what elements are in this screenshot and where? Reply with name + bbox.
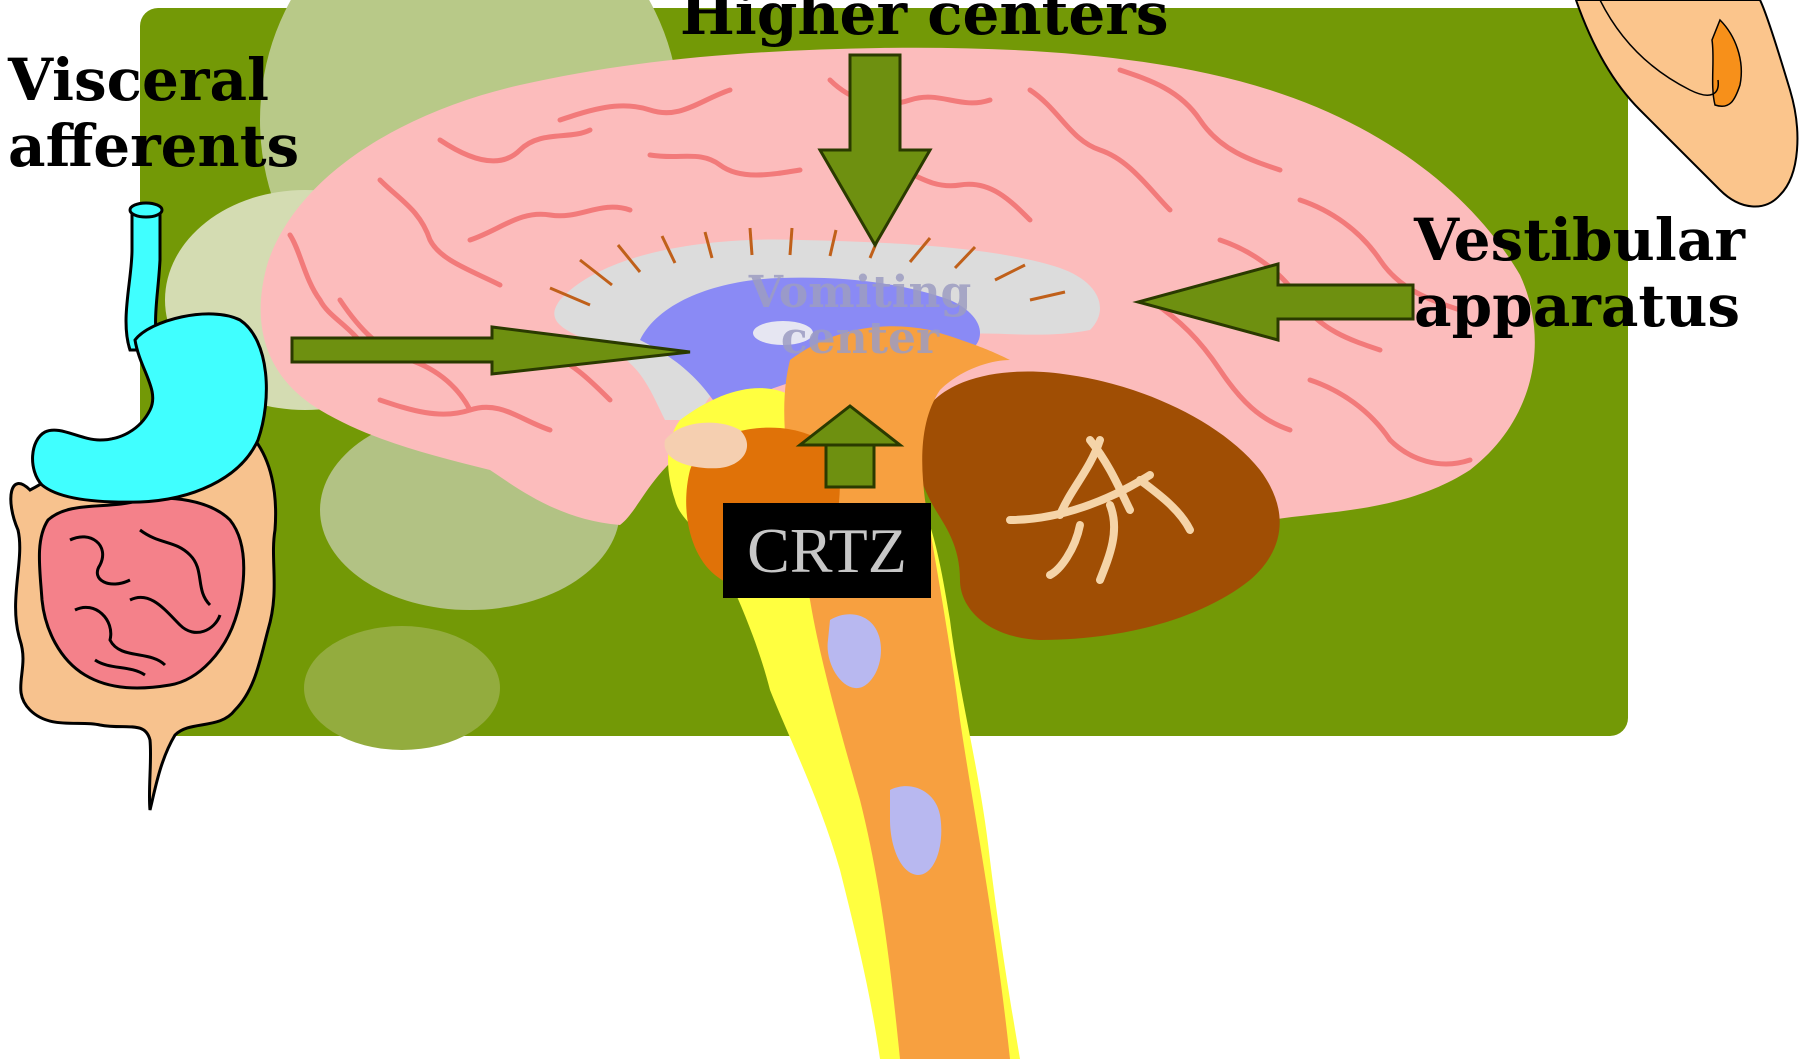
vomiting-center-label: Vomiting center xyxy=(740,270,980,362)
vomiting-label-line2: center xyxy=(740,316,980,362)
visceral-label-line1: Visceral xyxy=(8,48,299,114)
crtz-label-box: CRTZ xyxy=(723,503,931,598)
visceral-label-line2: afferents xyxy=(8,114,299,180)
vomiting-label-line1: Vomiting xyxy=(740,270,980,316)
visceral-afferents-label: Visceral afferents xyxy=(8,48,299,179)
higher-centers-label: Higher centers xyxy=(680,0,1169,48)
vestibular-label-line1: Vestibular xyxy=(1414,208,1745,274)
vestibular-apparatus-label: Vestibular apparatus xyxy=(1414,208,1745,339)
higher-centers-text: Higher centers xyxy=(680,0,1169,48)
background-blob xyxy=(304,626,500,750)
crtz-label: CRTZ xyxy=(747,514,907,588)
vestibular-label-line2: apparatus xyxy=(1414,274,1745,340)
